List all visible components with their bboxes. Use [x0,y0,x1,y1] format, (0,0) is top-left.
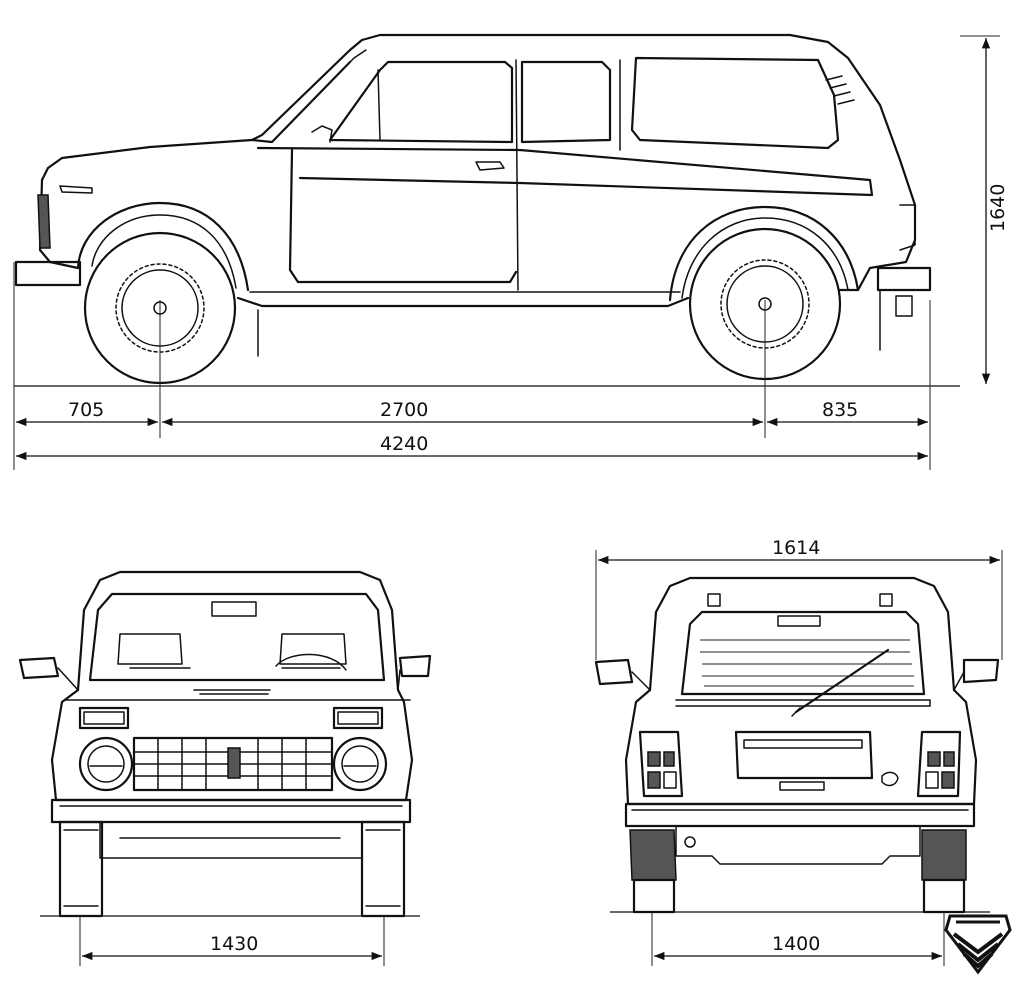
front-left-mirror [18,656,60,680]
rear-right-taillamp [916,730,962,798]
side-rear-door-window [520,60,612,144]
rear-left-tire [632,878,676,914]
rear-wiper [794,648,890,714]
side-door [288,148,518,284]
rear-left-mirror [594,658,634,686]
front-left-headlight [78,736,134,792]
chevron-shield-logo [944,914,1012,975]
side-body-outline [40,33,917,292]
rear-right-mirror [962,658,1000,684]
dim-height: 1640 [987,184,1009,232]
rear-view [594,576,1000,914]
rear-right-tire [922,878,966,914]
side-dimensions [13,35,1000,470]
front-bumper [50,798,412,824]
front-dimensions [79,916,385,966]
rear-right-mudflap [921,829,967,881]
rear-plate-recess [734,730,874,780]
side-quarter-window [630,56,840,150]
front-right-headlight [332,736,388,792]
front-view [18,570,432,918]
dim-rear-track: 1400 [772,933,820,955]
side-front-wheel-arch [76,201,250,292]
rear-dimensions [595,550,1003,966]
rear-left-taillamp [638,730,684,798]
front-left-tire [58,820,104,918]
rear-window [680,610,926,696]
side-front-door-window [328,60,514,144]
rear-left-mudflap [629,829,677,881]
dim-width: 1614 [772,537,820,559]
front-right-mirror [398,654,432,678]
front-grille [132,736,334,792]
side-view [14,33,960,387]
front-body-outline [76,570,400,692]
dim-rear-overhang: 835 [822,399,858,421]
rear-bumper [624,802,976,828]
front-right-tire [360,820,406,918]
dim-front-track: 1430 [210,933,258,955]
front-windshield [88,592,386,682]
rear-body-outline [648,576,956,692]
dim-wheelbase: 2700 [380,399,428,421]
side-rear-wheel-arch [668,205,860,302]
dim-overall-length: 4240 [380,433,428,455]
dim-front-overhang: 705 [68,399,104,421]
